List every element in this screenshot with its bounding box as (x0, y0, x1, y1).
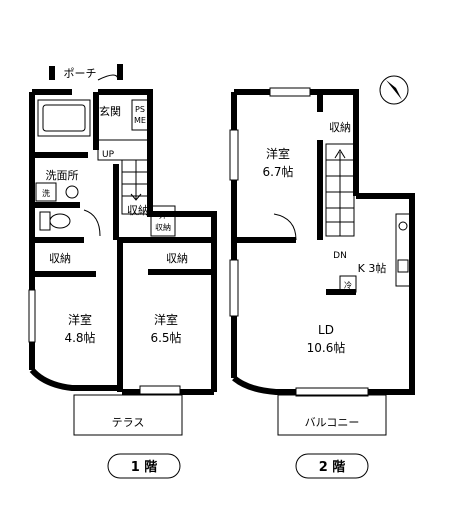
stove (398, 221, 408, 231)
floor-2-plan: 洋室 6.7帖 収納 DN K 3帖 冷 LD 10.6帖 バルコニー (229, 75, 415, 479)
outdoor-storage-label-2: 収納 (155, 222, 171, 232)
sink (65, 185, 79, 199)
up-label: UP (102, 150, 115, 160)
floor1-badge (107, 453, 181, 479)
floor-1-plan: ポーチ 玄関 PS ME UP (28, 64, 217, 479)
room-left-name: 洋室 (68, 312, 92, 327)
sink (397, 259, 409, 273)
door-arc (273, 213, 297, 241)
window (269, 87, 311, 97)
fridge-box (339, 275, 357, 293)
storage-label: 収納 (329, 121, 351, 134)
wash-symbol: 洗 (42, 188, 50, 198)
wall (98, 89, 217, 392)
terrace-label: テラス (112, 416, 145, 429)
kitchen-counter (395, 213, 411, 287)
room-right-size: 6.5帖 (150, 330, 181, 345)
floor2-badge (295, 453, 369, 479)
entrance-label: 玄関 (99, 104, 121, 118)
wall (232, 193, 415, 395)
window (229, 259, 239, 317)
window (139, 385, 181, 395)
window (295, 387, 369, 397)
storage-left-label: 収納 (49, 252, 71, 265)
room-right-name: 洋室 (154, 312, 178, 327)
room-name: 洋室 (266, 146, 290, 161)
storage-right-label: 収納 (166, 252, 188, 265)
outdoor-storage-label-1: 外 (159, 210, 167, 220)
fridge-symbol: 冷 (344, 280, 352, 290)
floor2-label: 2 階 (319, 459, 346, 475)
door-arc (97, 74, 119, 81)
kitchen-label: K 3帖 (358, 262, 387, 275)
me-label: ME (134, 116, 146, 125)
ld-name: LD (318, 323, 334, 337)
ld-size: 10.6帖 (307, 340, 346, 355)
floor1-label: 1 階 (131, 459, 158, 475)
outdoor-storage-box (150, 205, 176, 237)
toilet-bowl (49, 213, 71, 229)
bathtub (37, 99, 91, 137)
terrace-outline (73, 394, 183, 436)
window (28, 289, 36, 343)
room-size: 6.7帖 (262, 164, 293, 179)
north-arrow-icon (386, 80, 402, 100)
storage-stairs-label: 収納 (127, 204, 149, 217)
washroom-label: 洗面所 (46, 169, 79, 182)
dn-label: DN (333, 251, 347, 261)
bathtub-inner (42, 104, 86, 132)
door-arc (83, 209, 101, 237)
compass-circle (379, 75, 409, 105)
stairs-floor2 (325, 143, 355, 237)
ps-me-box (131, 99, 149, 131)
balcony-label: バルコニー (305, 416, 360, 429)
wall (29, 367, 122, 391)
room-left-size: 4.8帖 (64, 330, 95, 345)
toilet-tank (39, 211, 51, 231)
window (229, 129, 239, 181)
stairs-floor1 (121, 159, 151, 215)
washing-machine (35, 182, 57, 202)
porch-label: ポーチ (64, 67, 97, 80)
balcony-outline (277, 394, 387, 436)
ps-label: PS (135, 105, 145, 114)
